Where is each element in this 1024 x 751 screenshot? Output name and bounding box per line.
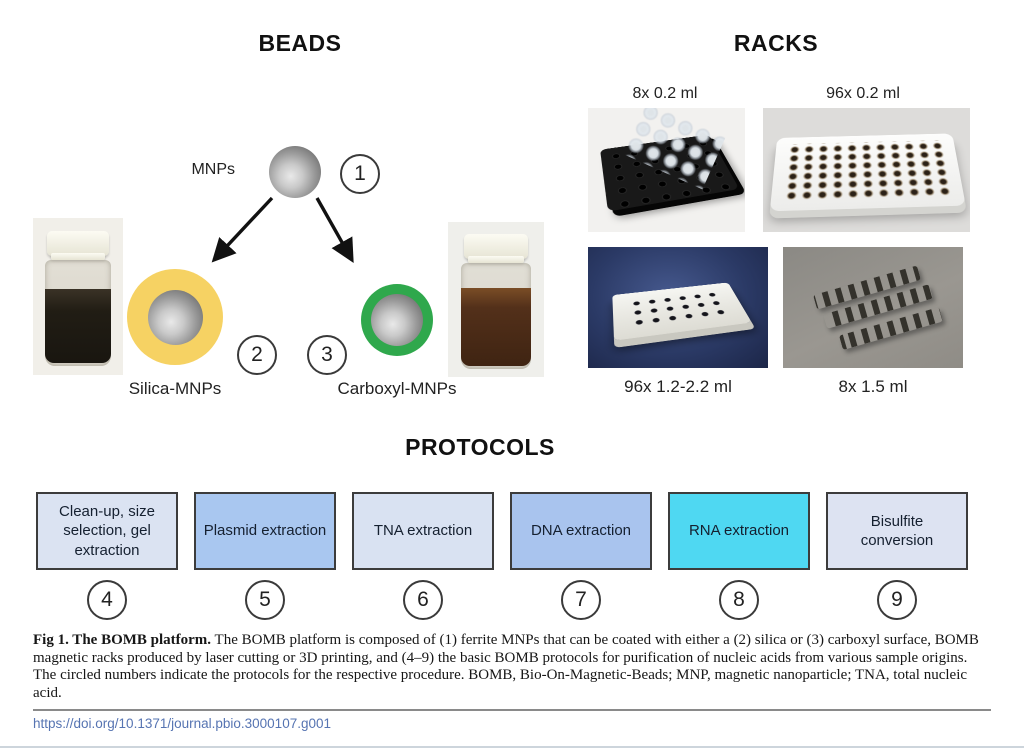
racks-heading: RACKS: [733, 30, 819, 56]
rack-photo-96x-02ml: [763, 108, 970, 232]
protocol-item-plasmid: Plasmid extraction 5: [194, 492, 336, 620]
protocol-label: RNA extraction: [688, 522, 790, 540]
protocol-label: Bisulfite conversion: [860, 512, 934, 549]
ferrofluid-vial-photo-left: [33, 218, 123, 375]
vial-cap: [47, 231, 109, 256]
plate-wells: [781, 140, 954, 201]
rack-photo-8x-15ml: [783, 247, 963, 368]
rack-photo-8x-02ml: [588, 108, 745, 232]
step-number: 8: [733, 588, 745, 611]
protocol-box-cleanup: Clean-up, size selection, gel extraction: [36, 492, 178, 570]
caption-divider: [33, 709, 991, 711]
vial-cap-lip: [468, 256, 524, 263]
protocol-label: TNA extraction: [373, 522, 473, 540]
rack-plate: [769, 133, 966, 212]
magnet-pins: [626, 288, 734, 330]
protocol-label: DNA extraction: [530, 522, 632, 540]
protocols-heading: PROTOCOLS: [405, 434, 555, 460]
caption-body: The BOMB platform is composed of (1) fer…: [33, 632, 979, 701]
protocol-item-cleanup: Clean-up, size selection, gel extraction…: [36, 492, 178, 620]
protocol-box-bisulfite: Bisulfite conversion: [826, 492, 968, 570]
carboxyl-mnps-label: Carboxyl-MNPs: [337, 379, 457, 398]
step-circle-3: 3: [307, 335, 347, 375]
mnps-label: MNPs: [191, 161, 235, 178]
step-circle-5: 5: [245, 580, 285, 620]
page-bottom-edge: [0, 746, 1024, 748]
rack-photo-96x-12-22ml: [588, 247, 768, 368]
rack-label-96x02: 96x 0.2 ml: [826, 85, 900, 102]
protocol-box-rna: RNA extraction: [668, 492, 810, 570]
branch-arrows-icon: [211, 196, 354, 263]
rack-plate: [612, 282, 752, 341]
step-number: 9: [891, 588, 903, 611]
protocol-label: Clean-up, size selection, gel extraction: [59, 503, 155, 559]
step-number: 6: [417, 588, 429, 611]
protocol-label: Plasmid extraction: [203, 522, 327, 540]
protocol-box-dna: DNA extraction: [510, 492, 652, 570]
protocol-box-plasmid: Plasmid extraction: [194, 492, 336, 570]
vial-cap-lip: [51, 253, 105, 260]
caption-figure-label: Fig 1. The BOMB platform.: [33, 632, 212, 648]
silica-mnps-label: Silica-MNPs: [128, 379, 222, 398]
step-circle-6: 6: [403, 580, 443, 620]
rack-label-8x02: 8x 0.2 ml: [632, 85, 698, 102]
carboxyl-mnp-core: [371, 294, 423, 346]
doi-link[interactable]: https://doi.org/10.1371/journal.pbio.300…: [33, 716, 331, 731]
beads-heading: BEADS: [258, 30, 342, 56]
silica-mnp-core: [147, 289, 203, 345]
vial-body: [45, 260, 111, 366]
protocol-row: Clean-up, size selection, gel extraction…: [36, 492, 970, 620]
vial-cap: [464, 234, 528, 259]
silica-mnp-bead-icon: [127, 269, 223, 365]
step-number: 1: [354, 162, 366, 185]
step-circle-7: 7: [561, 580, 601, 620]
step-number: 4: [101, 588, 113, 611]
step-circle-4: 4: [87, 580, 127, 620]
step-circle-2: 2: [237, 335, 277, 375]
vial-liquid: [45, 289, 111, 363]
step-number: 5: [259, 588, 271, 611]
mnp-bead-icon: [269, 146, 321, 198]
protocol-item-dna: DNA extraction 7: [510, 492, 652, 620]
carboxyl-mnp-bead-icon: [361, 284, 433, 356]
step-circle-9: 9: [877, 580, 917, 620]
figure-caption: Fig 1. The BOMB platform. The BOMB platf…: [33, 632, 991, 702]
protocol-item-tna: TNA extraction 6: [352, 492, 494, 620]
rack-label-96x-12-22: 96x 1.2-2.2 ml: [624, 377, 732, 396]
vial-body: [461, 263, 531, 369]
protocol-box-tna: TNA extraction: [352, 492, 494, 570]
protocol-item-rna: RNA extraction 8: [668, 492, 810, 620]
step-number: 7: [575, 588, 587, 611]
protocol-item-bisulfite: Bisulfite conversion 9: [826, 492, 968, 620]
vial-liquid: [461, 288, 531, 366]
step-number: 3: [321, 343, 333, 366]
rack-label-8x-15: 8x 1.5 ml: [838, 377, 908, 396]
step-circle-8: 8: [719, 580, 759, 620]
step-circle-1: 1: [340, 154, 380, 194]
ferrofluid-vial-photo-right: [448, 222, 544, 377]
step-number: 2: [251, 343, 263, 366]
